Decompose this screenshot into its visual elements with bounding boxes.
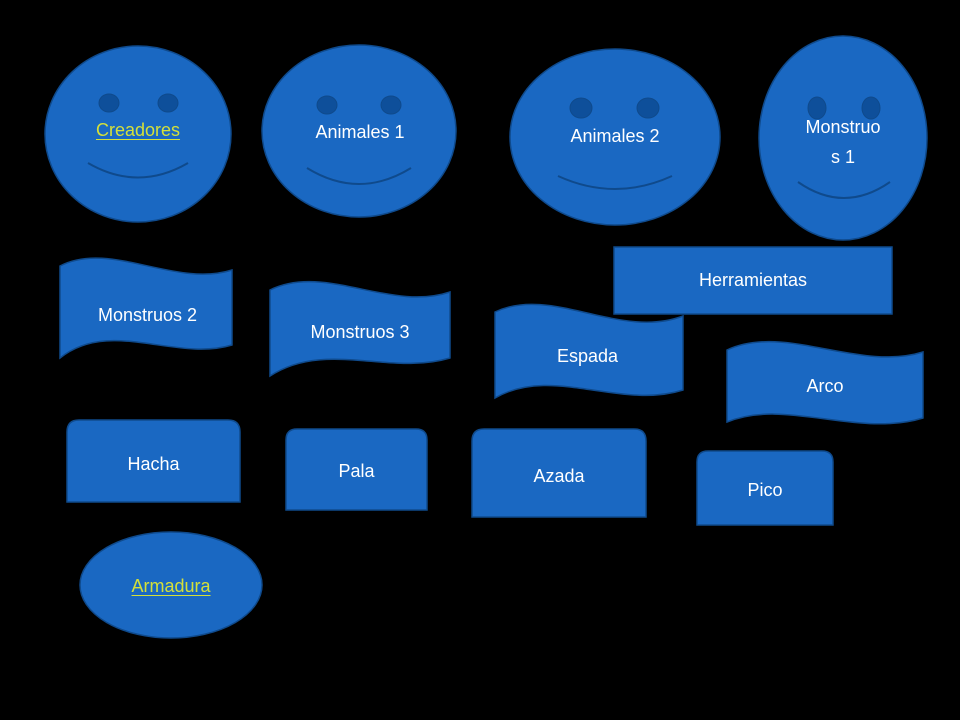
banner-espada[interactable] xyxy=(494,303,684,400)
monstruos-1-label-line2: s 1 xyxy=(830,147,855,167)
monstruos-3-label: Monstruos 3 xyxy=(310,322,410,342)
face-animales-1[interactable] xyxy=(261,44,457,218)
tab-pala[interactable] xyxy=(285,428,428,511)
animales-2-label: Animales 2 xyxy=(570,126,660,146)
face-animales-2[interactable] xyxy=(509,48,721,226)
banner-monstruos-3[interactable] xyxy=(269,281,451,378)
tab-pico[interactable] xyxy=(696,450,834,526)
azada-label: Azada xyxy=(533,466,585,486)
face-monstruos-1[interactable] xyxy=(758,35,928,241)
ellipse-armadura[interactable] xyxy=(79,531,263,639)
face-creadores[interactable] xyxy=(44,45,232,223)
hacha-label: Hacha xyxy=(127,454,180,474)
animales-1-label: Animales 1 xyxy=(315,122,405,142)
tab-azada[interactable] xyxy=(471,428,647,518)
monstruos-2-label: Monstruos 2 xyxy=(97,305,198,325)
banner-monstruos-2[interactable] xyxy=(59,257,233,360)
banner-arco[interactable] xyxy=(726,341,924,425)
arco-label: Arco xyxy=(806,376,844,396)
herramientas-label: Herramientas xyxy=(698,270,808,290)
tab-hacha[interactable] xyxy=(66,419,241,503)
creadores-link[interactable]: Creadores xyxy=(95,120,181,140)
rect-herramientas[interactable] xyxy=(613,246,893,315)
armadura-link[interactable]: Armadura xyxy=(131,576,211,596)
espada-label: Espada xyxy=(556,346,619,366)
pico-label: Pico xyxy=(747,480,783,500)
pala-label: Pala xyxy=(338,461,375,481)
monstruos-1-label-line1: Monstruo xyxy=(805,117,881,137)
